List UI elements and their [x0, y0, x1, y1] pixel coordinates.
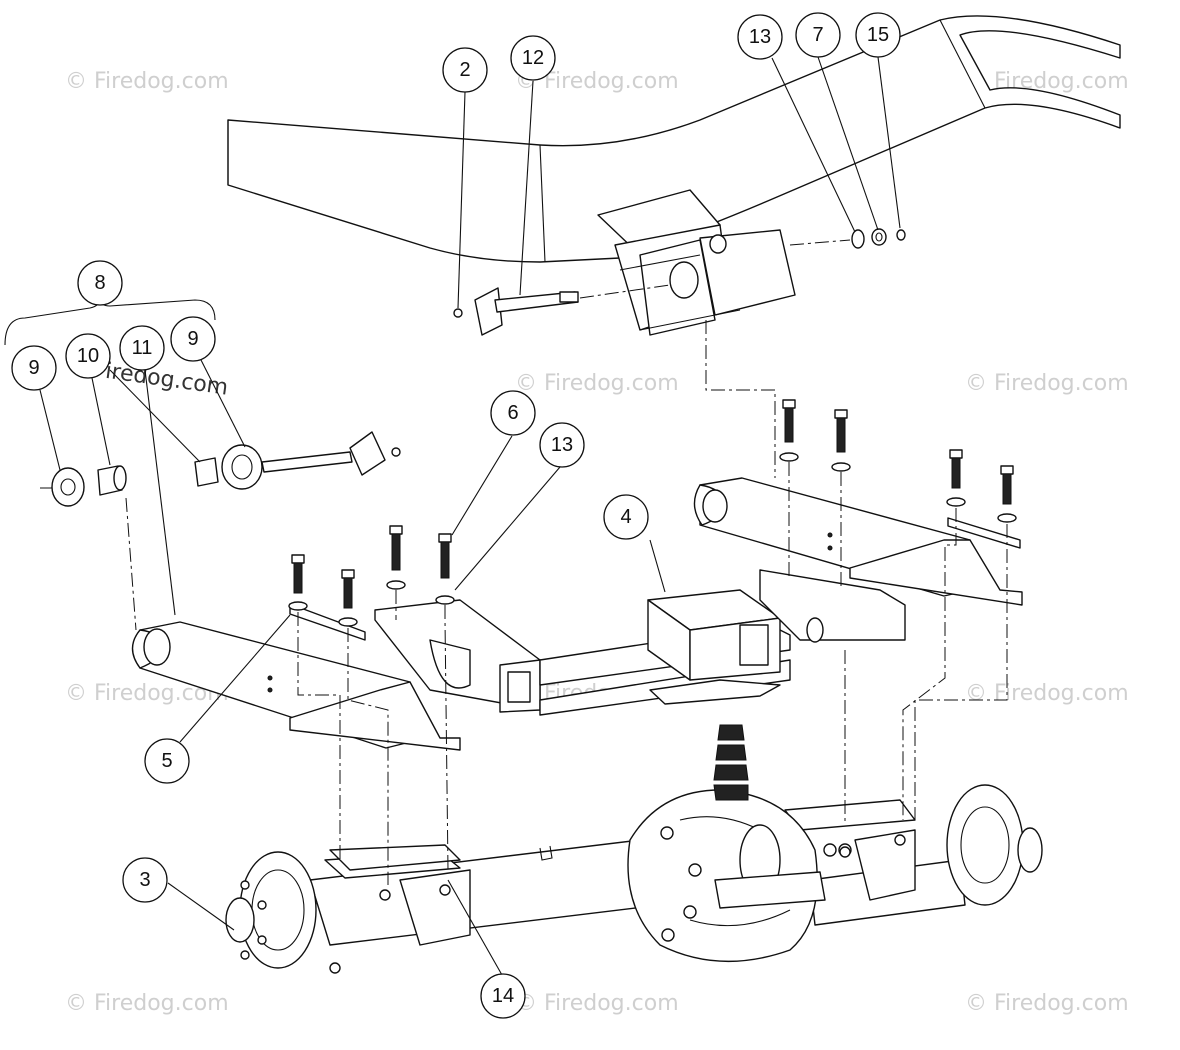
callout-label: 7 — [812, 24, 823, 46]
left-bolt-set — [288, 525, 455, 627]
watermarks: © Firedog.com © Firedog.com © Firedog.co… — [64, 69, 1128, 1016]
callout-label: 15 — [867, 24, 889, 46]
callout-label: 9 — [28, 357, 39, 379]
right-trailing-arm — [693, 477, 1023, 606]
pivot-bolt — [453, 284, 671, 336]
right-bolt-set — [779, 399, 1017, 523]
callout-5: 5 — [144, 738, 190, 784]
callout-label: 9 — [187, 328, 198, 350]
callout-13: 13 — [737, 14, 783, 60]
watermark-text: © Firedog.com — [515, 371, 679, 396]
callout-label: 12 — [522, 47, 544, 69]
rear-axle-assembly — [225, 724, 1043, 974]
callout-9: 9 — [11, 345, 57, 391]
callout-label: 13 — [551, 434, 573, 456]
watermark-text: © Firedog.com — [965, 371, 1129, 396]
callout-label: 13 — [749, 26, 771, 48]
callout-3: 3 — [122, 857, 168, 903]
callout-14: 14 — [480, 973, 526, 1019]
watermark-text: © Firedog.com — [65, 69, 229, 94]
callout-label: 11 — [132, 337, 153, 359]
callout-label: 14 — [492, 985, 514, 1007]
watermark-text: © Firedog.com — [65, 991, 229, 1016]
callout-8: 8 — [77, 260, 123, 306]
callout-label: 4 — [620, 506, 631, 528]
callout-11: 11 — [119, 325, 165, 371]
callout-label: 8 — [94, 272, 105, 294]
callout-4: 4 — [603, 494, 649, 540]
fastener-stack — [789, 228, 906, 249]
callout-label: 3 — [139, 869, 150, 891]
callout-2: 2 — [442, 47, 488, 93]
watermark-text: © Firedog.com — [515, 991, 679, 1016]
callout-label: 5 — [161, 750, 172, 772]
callout-label: 6 — [507, 402, 518, 424]
leader-lines — [39, 56, 901, 976]
left-trailing-arm — [131, 603, 461, 751]
hitch-receiver — [374, 569, 906, 716]
callout-6: 6 — [490, 390, 536, 436]
bushing-kit — [40, 431, 401, 507]
callout-15: 15 — [855, 12, 901, 58]
callout-10: 10 — [65, 333, 111, 379]
callout-7: 7 — [795, 12, 841, 58]
callout-label: 10 — [77, 345, 99, 367]
callout-13: 13 — [539, 422, 585, 468]
watermark-text: © Firedog.com — [965, 991, 1129, 1016]
watermark-text: © Firedog.com — [965, 681, 1129, 706]
callout-12: 12 — [510, 35, 556, 81]
alignment-lines — [125, 320, 1008, 885]
callout-9: 9 — [170, 316, 216, 362]
frame-mount-bracket — [597, 189, 796, 336]
callout-label: 2 — [459, 59, 470, 81]
